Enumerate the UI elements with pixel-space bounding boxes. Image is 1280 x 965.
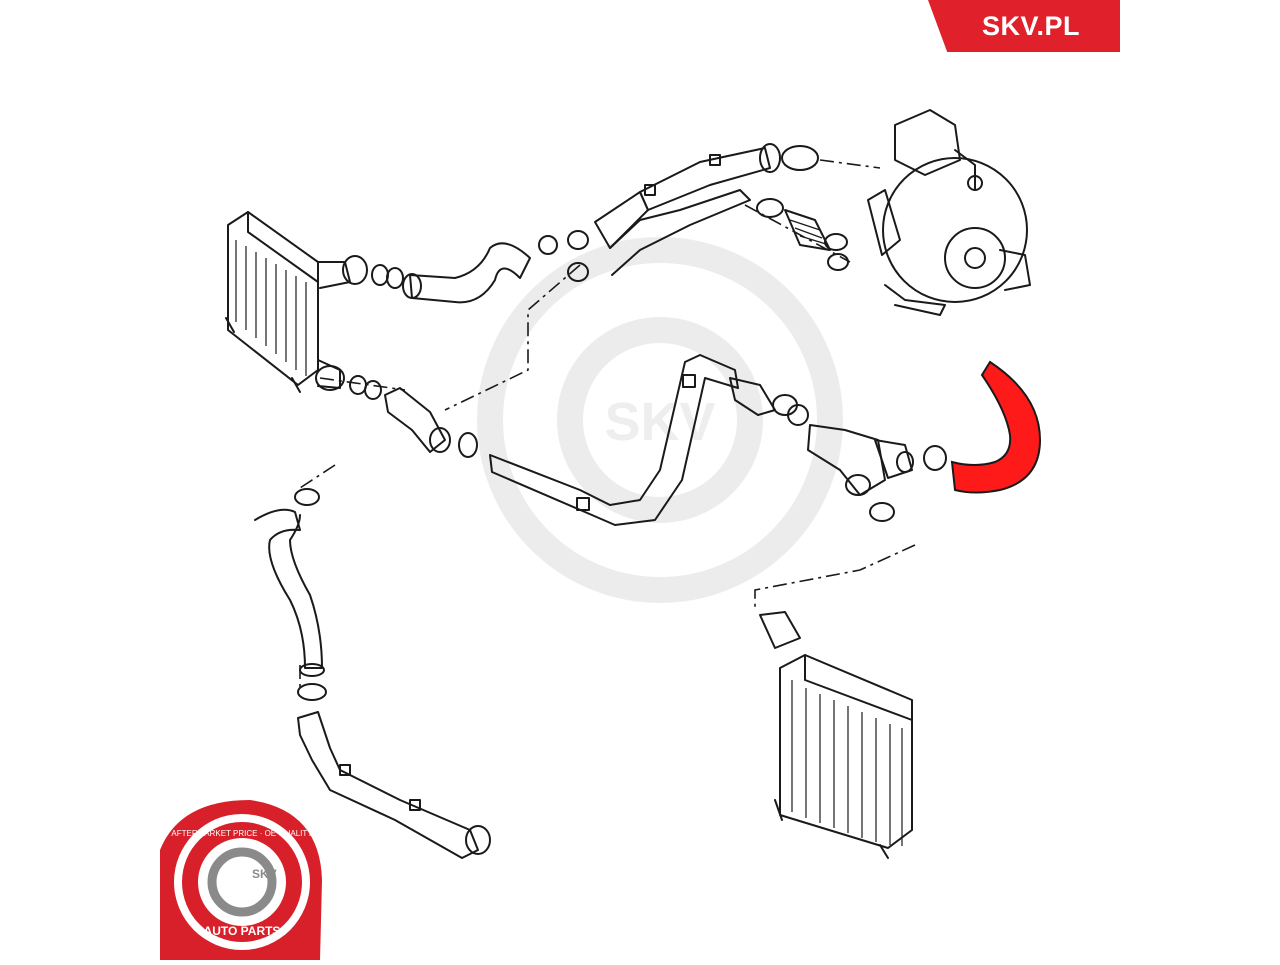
- lower-pipe: [297, 711, 491, 859]
- badge-center-text: SKV: [252, 867, 277, 881]
- upper-left-hose: [342, 242, 531, 304]
- turbocharger: [867, 109, 1031, 316]
- left-intercooler: [225, 211, 351, 393]
- watermark-text: SKV: [604, 392, 715, 452]
- brand-label: SKV.PL: [981, 10, 1081, 41]
- watermark: SKV: [477, 237, 843, 603]
- right-intercooler: [759, 611, 913, 859]
- lower-left-hose: [254, 488, 327, 701]
- right-connector: [729, 377, 947, 522]
- upper-pipes: [538, 143, 819, 282]
- brand-tab[interactable]: SKV.PL: [928, 0, 1120, 52]
- clamps-upper: [756, 198, 849, 271]
- skv-badge: SKV AFTERMARKET PRICE · OE QUALITY AUTO …: [160, 800, 322, 960]
- badge-bottom-text: AUTO PARTS: [204, 924, 281, 938]
- badge-top-text: AFTERMARKET PRICE · OE QUALITY: [171, 829, 313, 838]
- charge-air-hose-highlight[interactable]: [950, 360, 1042, 494]
